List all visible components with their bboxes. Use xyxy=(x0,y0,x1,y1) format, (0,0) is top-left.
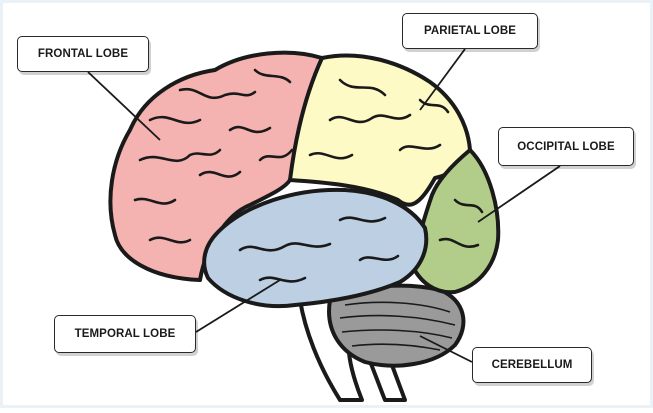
leader-occipital xyxy=(477,165,561,223)
cerebellum-text: CEREBELLUM xyxy=(491,359,573,371)
parietal-lobe-text: PARIETAL LOBE xyxy=(423,25,517,37)
temporal-lobe-label: TEMPORAL LOBE xyxy=(54,315,196,353)
frontal-lobe-region xyxy=(108,50,324,282)
leader-parietal xyxy=(419,48,466,111)
brain-folds xyxy=(133,68,484,283)
cerebellum-lines xyxy=(339,301,456,351)
leader-cerebellum xyxy=(419,335,473,363)
occipital-lobe-region xyxy=(410,148,501,295)
temporal-lobe-text: TEMPORAL LOBE xyxy=(74,328,176,340)
frontal-lobe-label: FRONTAL LOBE xyxy=(17,36,149,72)
parietal-lobe-label: PARIETAL LOBE xyxy=(402,13,538,49)
occipital-lobe-text: OCCIPITAL LOBE xyxy=(517,140,615,153)
parietal-lobe-region xyxy=(288,53,472,207)
frontal-lobe-text: FRONTAL LOBE xyxy=(37,48,129,60)
occipital-lobe-label: OCCIPITAL LOBE xyxy=(498,127,634,166)
leader-frontal xyxy=(87,71,161,141)
temporal-lobe-region xyxy=(202,187,429,309)
leader-lines xyxy=(87,48,561,363)
leader-temporal xyxy=(195,279,281,333)
cerebellum-label: CEREBELLUM xyxy=(472,347,592,383)
